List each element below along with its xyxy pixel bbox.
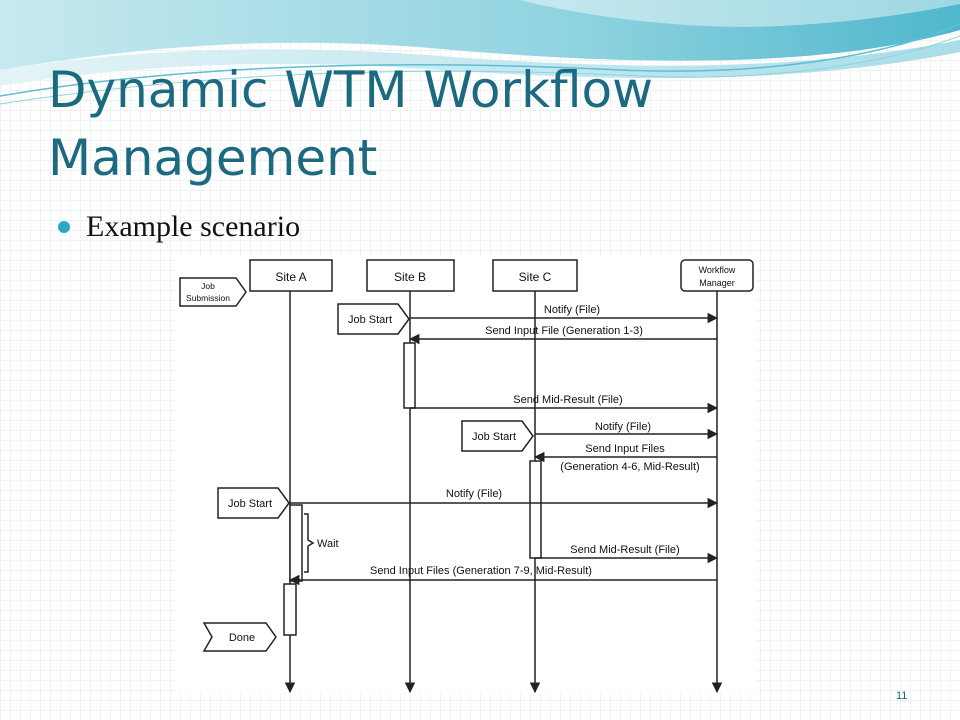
job-start-tag-site-b: Job Start (337, 303, 410, 335)
message-label-send-input-files-line1: Send Input Files (585, 443, 665, 455)
job-submission-tag: Job Submission (179, 277, 247, 307)
svg-text:Site C: Site C (519, 270, 552, 284)
page-number: 11 (896, 690, 908, 702)
activation-bar-site-a-final (283, 583, 297, 636)
bullet-text: Example scenario (86, 210, 301, 243)
decorative-wave-header (0, 0, 960, 105)
svg-text:Job Start: Job Start (348, 314, 392, 326)
svg-text:Workflow: Workflow (699, 265, 736, 275)
slide-title: Dynamic WTM Workflow Management (48, 61, 654, 187)
bullet-dot-icon (58, 221, 70, 233)
message-label-notify-site-c: Notify (File) (595, 421, 651, 433)
activation-bar-site-c (529, 460, 542, 559)
message-label-send-input-file: Send Input File (Generation 1-3) (485, 325, 643, 337)
message-label-send-input-files-line2: (Generation 4-6, Mid-Result) (560, 461, 699, 473)
wait-label: Wait (317, 538, 339, 550)
done-tag: Done (202, 622, 277, 652)
svg-text:Job Start: Job Start (472, 431, 516, 443)
participant-site-a: Site A (249, 259, 333, 292)
message-label-notify-site-b: Notify (File) (544, 304, 600, 316)
svg-text:Job: Job (201, 281, 215, 291)
svg-text:Job Start: Job Start (228, 498, 272, 510)
participant-site-b: Site B (366, 259, 455, 292)
sequence-diagram: Site A Site B Site C Workflow Manager (176, 256, 756, 694)
sequence-diagram-svg: Site A Site B Site C Workflow Manager (179, 259, 754, 694)
activation-bar-site-b (403, 342, 416, 409)
job-start-tag-site-c: Job Start (461, 420, 534, 452)
job-start-tag-site-a: Job Start (217, 487, 290, 519)
activation-bar-site-a-wait (289, 504, 303, 582)
message-label-send-mid-result-site-c: Send Mid-Result (File) (570, 544, 679, 556)
message-label-send-input-files-site-a: Send Input Files (Generation 7-9, Mid-Re… (370, 565, 592, 577)
wait-brace (304, 513, 315, 573)
bullet-item: Example scenario (58, 210, 300, 244)
participant-workflow-manager: Workflow Manager (680, 259, 754, 292)
svg-text:Submission: Submission (186, 293, 230, 303)
message-label-notify-site-a: Notify (File) (446, 488, 502, 500)
svg-text:Site A: Site A (275, 270, 306, 284)
participant-site-c: Site C (492, 259, 578, 292)
svg-text:Manager: Manager (699, 278, 735, 288)
svg-text:Done: Done (229, 632, 255, 644)
message-label-send-mid-result-site-b: Send Mid-Result (File) (513, 394, 622, 406)
svg-text:Site B: Site B (394, 270, 426, 284)
